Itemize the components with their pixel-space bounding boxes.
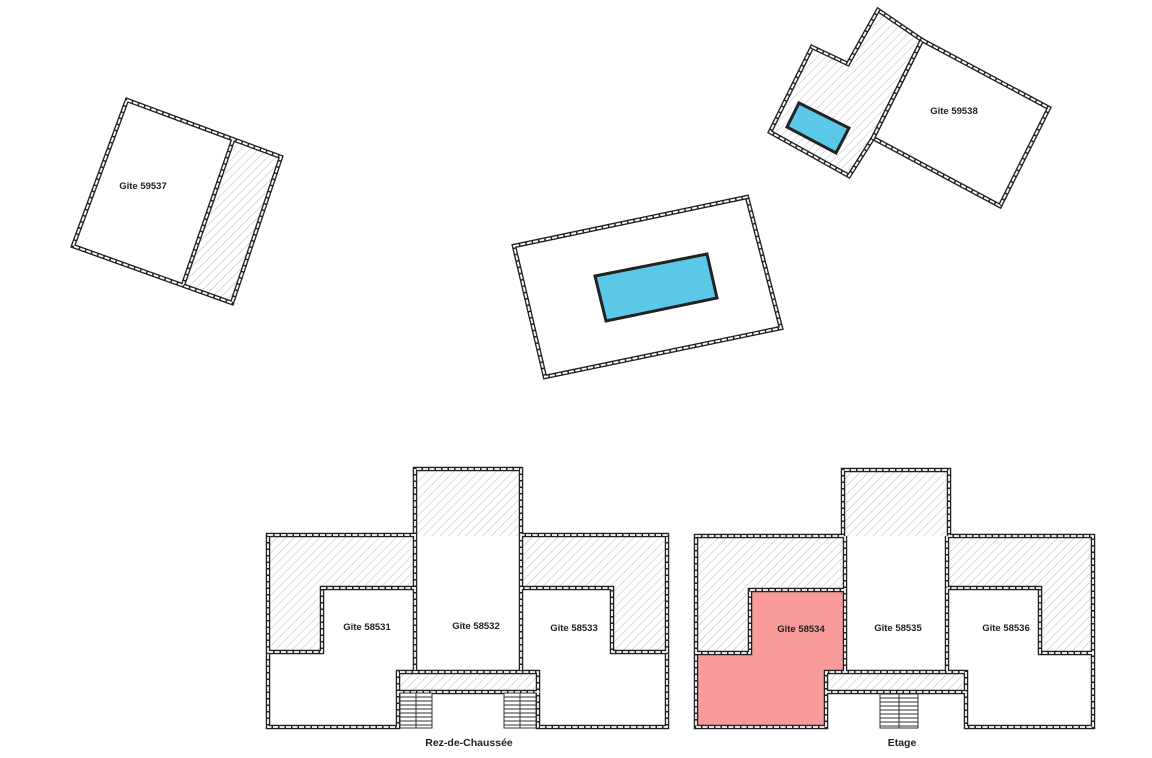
room-gite-58535[interactable]: Gîte 58535 [845,538,947,672]
staircase [399,692,537,729]
unit-label: Gîte 58536 [982,623,1030,634]
building-gite-59538[interactable]: Gîte 59538 [767,6,1052,210]
room-gite-58534[interactable]: Gîte 58534 [698,590,843,726]
staircase [879,693,919,729]
unit-label: Gîte 58532 [452,621,500,632]
unit-label: Gîte 58534 [777,624,825,635]
room-gite-58532[interactable]: Gîte 58532 [417,538,519,672]
unit-label: Gîte 58533 [550,623,598,634]
unit-label: Gîte 58531 [343,622,391,633]
floor-label: Etage [888,737,917,749]
pool [593,252,719,323]
pool-deck [511,194,784,380]
floor-plan-ground: Gîte 58531 Gîte 58532 Gîte 58533 Rez-de-… [265,466,670,749]
floor-label: Rez-de-Chaussée [425,737,513,749]
unit-label: Gîte 59537 [119,181,167,192]
room-gite-58536[interactable]: Gîte 58536 [949,588,1093,726]
building-gite-59537[interactable]: Gîte 59537 [70,97,284,306]
pool [785,100,852,156]
unit-label: Gîte 58535 [874,623,922,634]
room-gite-58531[interactable]: Gîte 58531 [270,588,415,726]
room-gite-58533[interactable]: Gîte 58533 [521,588,667,726]
unit-label: Gîte 59538 [930,106,978,117]
floor-plan-upper: Gîte 58534 Gîte 58535 Gîte 58536 Etage [693,467,1096,749]
